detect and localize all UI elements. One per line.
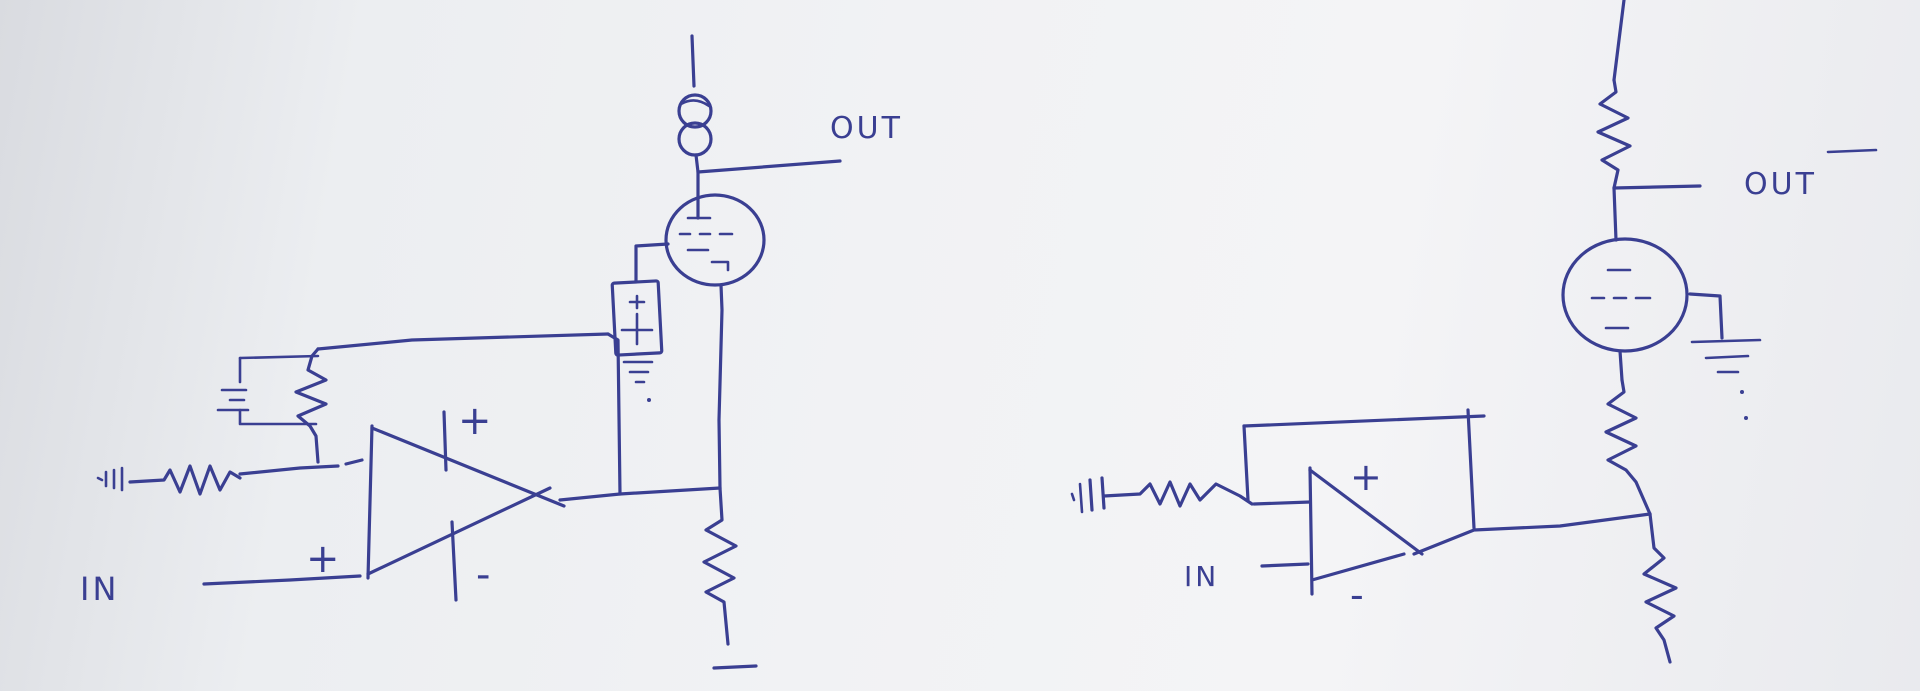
plate-wire [694, 153, 700, 174]
right-opamp-minus: - [1350, 573, 1367, 617]
right-cathode-wire [1618, 349, 1624, 382]
plate-resistor-symbol [1596, 78, 1632, 190]
left-supply-wire [690, 34, 696, 88]
right-input-label: IN [1184, 560, 1219, 593]
right-inverting-input-network [1070, 476, 1312, 514]
feedback-right-wire [606, 332, 622, 496]
right-output-wire [1612, 184, 1702, 190]
current-source-symbol [677, 93, 713, 157]
right-supply-wire [1612, 0, 1626, 82]
right-feedback-right [1466, 408, 1476, 530]
cathode-wire [717, 283, 724, 490]
right-input-wire [1260, 562, 1310, 568]
left-opamp-minus: - [476, 552, 493, 598]
opamp-output-wire [558, 486, 722, 502]
feedback-top-wire [316, 332, 610, 351]
right-feedback-left [1242, 424, 1250, 502]
right-circuit: OUT [1070, 0, 1878, 664]
left-input-wire [202, 574, 362, 586]
right-feedback-top [1242, 414, 1486, 428]
left-bottom-rail [712, 664, 758, 670]
right-output-label: OUT [1744, 167, 1817, 202]
right-tube-symbol [1561, 186, 1762, 420]
right-opamp-output-wire [1412, 512, 1652, 556]
left-circuit: OUT [80, 34, 903, 670]
feedback-network [216, 347, 328, 464]
cathode-resistor-symbol [702, 486, 738, 646]
right-lower-resistor-symbol [1642, 512, 1678, 664]
grid-bias-battery-symbol [610, 279, 664, 402]
right-opamp-symbol [1308, 466, 1424, 596]
left-tube-symbol [634, 170, 766, 287]
left-input-label: IN [80, 570, 119, 608]
left-opamp-symbol [344, 410, 566, 602]
left-output-label: OUT [830, 111, 903, 146]
left-input-plus: + [306, 536, 343, 582]
right-output-overline [1826, 148, 1878, 154]
right-cathode-resistor-symbol [1604, 378, 1652, 516]
right-opamp-plus: + [1350, 455, 1385, 499]
left-opamp-plus: + [458, 398, 495, 444]
left-output-wire [696, 159, 842, 174]
inverting-input-network [96, 464, 340, 496]
